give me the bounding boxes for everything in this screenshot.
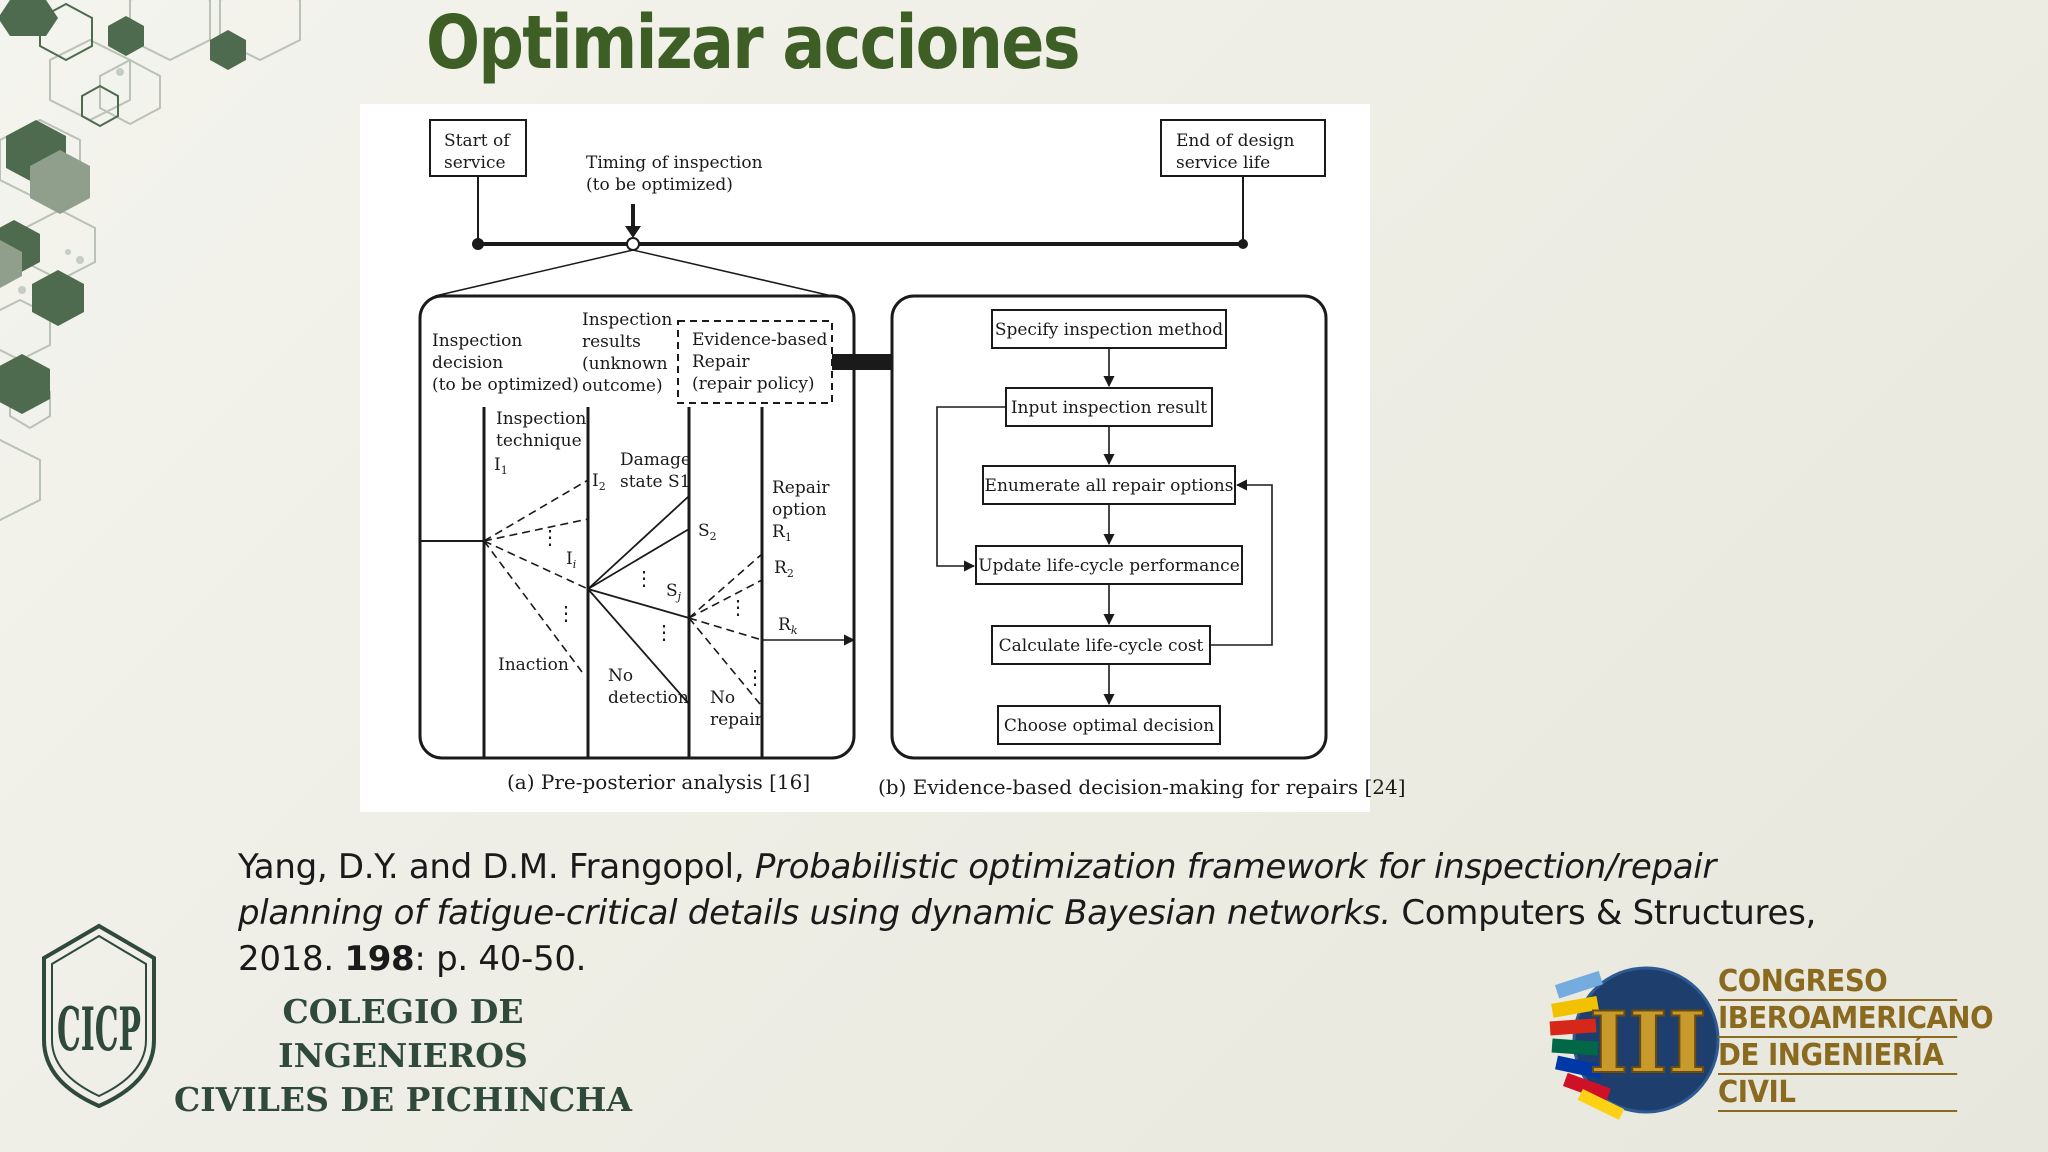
timing-label-2: (to be optimized) [586,175,733,195]
svg-text:⋮: ⋮ [556,601,576,625]
label-s2: S2 [698,521,717,543]
inaction-label: Inaction [498,655,569,675]
label-i1: I1 [494,455,508,477]
congreso-name: CONGRESO IBEROAMERICANO DE INGENIERÍA CI… [1718,964,1994,1112]
svg-text:⋮: ⋮ [654,620,674,644]
svg-text:Calculate life-cycle cost: Calculate life-cycle cost [999,636,1204,656]
step-choose-optimal [997,705,1221,745]
citation-volume: 198 [344,939,415,979]
evidence-based-1: Evidence-based [692,330,827,350]
svg-text:Input inspection result: Input inspection result [1011,398,1207,418]
cicp-line-1: COLEGIO DE INGENIEROS [278,992,528,1075]
no-detection-2: detection [608,688,689,708]
inspection-results-2: results [582,332,641,352]
svg-text:Enumerate all repair options: Enumerate all repair options [985,476,1234,496]
step-enumerate-options [982,465,1236,505]
citation-pages: : p. 40-50. [414,939,587,979]
label-sj: Sj [666,581,682,603]
label-r2: R2 [774,558,794,580]
cicp-monogram: CICP [57,995,141,1065]
svg-text:Update life-cycle performance: Update life-cycle performance [978,556,1240,576]
no-repair-1: No [710,688,735,708]
inspection-results-4: outcome) [582,376,663,396]
reference-citation: Yang, D.Y. and D.M. Frangopol, Probabili… [238,844,1838,982]
no-repair-2: repair [710,710,764,730]
inspection-decision-1: Inspection [432,331,522,351]
svg-text:⋮: ⋮ [634,566,654,590]
end-label-1: End of design [1176,131,1295,151]
svg-text:Specify inspection method: Specify inspection method [995,320,1223,340]
no-detection-1: No [608,666,633,686]
panel-link-arrow [832,344,914,380]
step-update-performance [975,545,1243,585]
inspection-repair-diagram: Start of service End of design service l… [418,119,1406,799]
label-ii: Ii [566,549,576,571]
timing-label-1: Timing of inspection [586,153,763,173]
svg-text:⋮: ⋮ [745,665,765,689]
caption-a: (a) Pre-posterior analysis [16] [507,770,810,794]
start-of-service-box [429,119,527,177]
damage-state-2: state S1 [620,472,690,492]
inspection-decision-2: decision [432,353,503,373]
timing-arrow [625,226,641,238]
inspection-results-3: (unknown [582,354,668,374]
cicp-line-2: CIVILES DE PICHINCHA [173,1080,633,1119]
hexagon-decoration [0,0,301,522]
inspection-technique-2: technique [496,431,582,451]
congreso-line-4: CIVIL [1718,1075,1958,1112]
step-specify-inspection [991,309,1227,349]
repair-option-2: option [772,500,827,520]
panel-a-preposterior: Inspection decision (to be optimized) In… [418,294,914,794]
label-i2: I2 [592,471,606,493]
evidence-based-2: Repair [692,352,750,372]
congreso-line-2: IBEROAMERICANO [1718,1001,1994,1038]
caption-b: (b) Evidence-based decision-making for r… [878,775,1406,799]
timeline: Start of service End of design service l… [429,119,1326,297]
cicp-name: COLEGIO DE INGENIEROS CIVILES DE PICHINC… [160,990,646,1122]
congreso-line-1: CONGRESO [1718,964,1958,1001]
damage-state-1: Damage [620,450,691,470]
label-rk: Rk [778,615,798,637]
inspection-technique-1: Inspection [496,409,586,429]
end-label-2: service life [1176,153,1270,173]
citation-authors: Yang, D.Y. and D.M. Frangopol, [238,847,755,887]
svg-text:Choose optimal decision: Choose optimal decision [1004,716,1214,736]
svg-text:⋮: ⋮ [540,525,560,549]
flags-ribbon [1549,970,1625,1120]
evidence-based-3: (repair policy) [692,374,815,394]
slide-title: Optimizar acciones [426,0,1081,86]
figure-panel: Start of service End of design service l… [360,104,1406,812]
inspection-decision-3: (to be optimized) [432,375,579,395]
congreso-line-3: DE INGENIERÍA [1718,1038,1958,1075]
label-r1: R1 [772,522,792,544]
roman-numeral-iii: III [1589,993,1707,1092]
inspection-results-1: Inspection [582,310,672,330]
congreso-globe-logo: III [1549,966,1720,1120]
start-label-2: service [444,153,506,173]
citation-title: Probabilistic optimization framework for… [238,847,1717,933]
svg-text:⋮: ⋮ [728,595,748,619]
evidence-based-box [677,320,833,404]
panel-b-decision-making: Specify inspection method Input inspecti… [878,294,1406,799]
citation-journal: Computers & Structures, 2018. [238,893,1816,979]
start-label-1: Start of [444,131,511,151]
inspection-point [626,237,640,251]
cicp-shield-logo: CICP [42,923,156,1109]
repair-option-1: Repair [772,478,830,498]
